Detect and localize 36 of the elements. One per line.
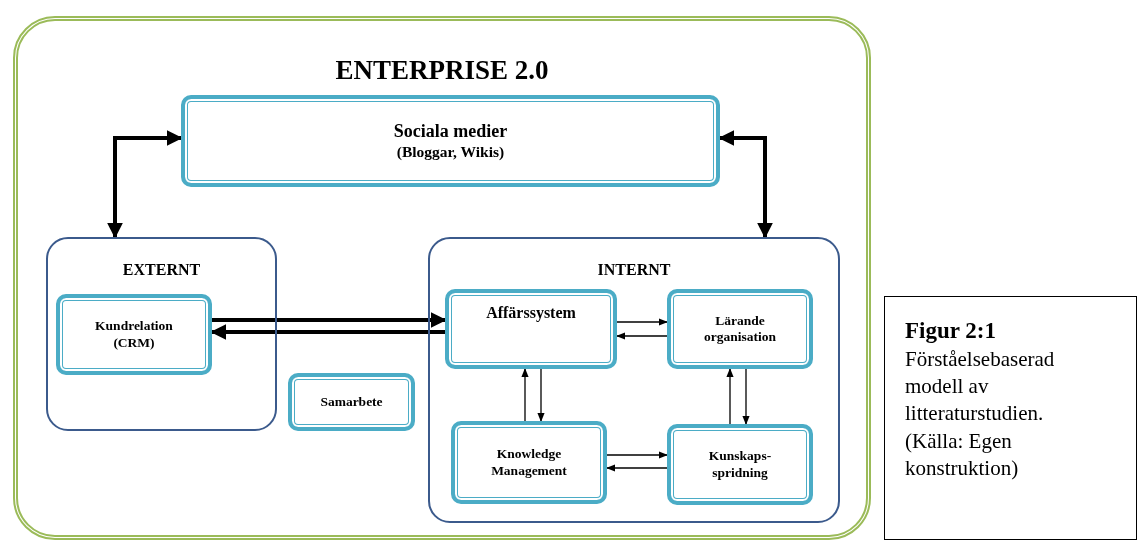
arrow: [726, 368, 734, 425]
box-label: Samarbete: [320, 393, 383, 411]
box-heading: Sociala medier: [393, 120, 508, 143]
process-box: [667, 424, 813, 505]
outer-frame: [13, 16, 871, 540]
arrow: [521, 368, 529, 422]
arrow: [606, 451, 668, 459]
box-label: Lärande organisation: [703, 312, 777, 346]
process-box: [667, 289, 813, 369]
arrow: [616, 332, 668, 340]
arrow: [537, 368, 545, 422]
arrow: [742, 368, 750, 425]
arrow: [606, 464, 668, 472]
caption-box: [884, 296, 1137, 540]
group-heading: ENTERPRISE 2.0: [334, 55, 550, 86]
arrow: [210, 324, 445, 340]
group-panel: [46, 237, 277, 431]
process-box: [445, 289, 617, 369]
group-panel: [428, 237, 840, 523]
double-arrow: [718, 130, 773, 239]
group-heading: EXTERNT: [121, 261, 202, 279]
arrow: [212, 312, 447, 328]
arrow: [616, 318, 668, 326]
group-heading: INTERNT: [596, 261, 672, 279]
figure-caption: Förståelsebaserad modell av litteraturstudien. (Källa: Egen konstruktion): [905, 345, 1056, 482]
process-box: [56, 294, 212, 375]
box-label: Kunskaps- spridning: [707, 448, 773, 481]
box-label: (Bloggar, Wikis): [396, 142, 505, 162]
box-label: Knowledge Management: [490, 446, 568, 479]
box-label: Affärssystem: [486, 303, 576, 323]
double-arrow: [107, 130, 183, 239]
process-box: [451, 421, 607, 504]
process-box: [181, 95, 720, 187]
process-box: [288, 373, 415, 431]
figure-number: Figur 2:1: [905, 317, 997, 345]
box-label: Kundrelation (CRM): [94, 318, 174, 351]
